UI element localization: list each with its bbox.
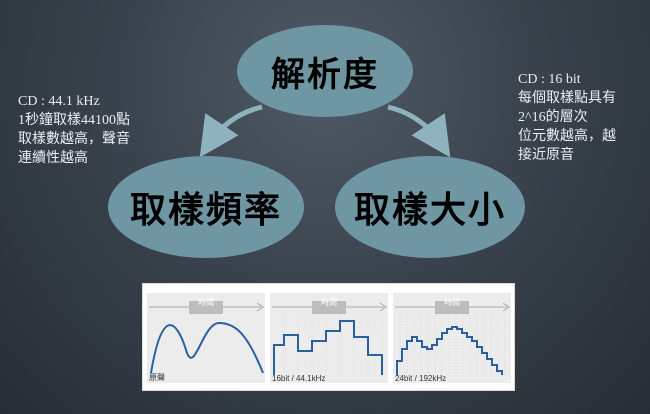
sample-size-label: 取樣大小 xyxy=(353,190,506,231)
waveform-caption: 原聲 xyxy=(149,373,165,382)
waveform-caption: 24bit / 192kHz xyxy=(395,374,447,383)
waveform-caption: 16bit / 44.1kHz xyxy=(272,374,326,383)
waveform-24bit: 時間 24bit / 192kHz xyxy=(393,293,511,383)
arrow-to-sampling-rate xyxy=(199,104,263,158)
resolution-label: 解析度 xyxy=(271,54,379,95)
waveform-16bit: 時間 16bit / 44.1kHz xyxy=(270,293,388,383)
sampling-rate-node: 取樣頻率 xyxy=(108,156,304,258)
time-label: 時間 xyxy=(444,298,460,307)
sampling-rate-note: CD : 44.1 kHz 1秒鐘取樣44100點 取樣數越高，聲音 連續性越高 xyxy=(18,94,130,166)
sample-size-node: 取樣大小 xyxy=(335,156,525,258)
waveform-original: 時間 原聲 xyxy=(147,293,265,383)
sampling-rate-label: 取樣頻率 xyxy=(129,190,282,231)
waveform-comparison-panel: 時間 原聲 時間 16bit / 44.1kHz 時間 xyxy=(142,283,515,391)
time-label: 時間 xyxy=(198,298,214,307)
arrow-to-sample-size xyxy=(387,104,451,158)
resolution-node: 解析度 xyxy=(237,25,413,117)
time-label: 時間 xyxy=(321,298,337,307)
sample-size-note: CD : 16 bit 每個取樣點具有 2^16的層次 位元數越高，越 接近原音 xyxy=(518,72,616,163)
